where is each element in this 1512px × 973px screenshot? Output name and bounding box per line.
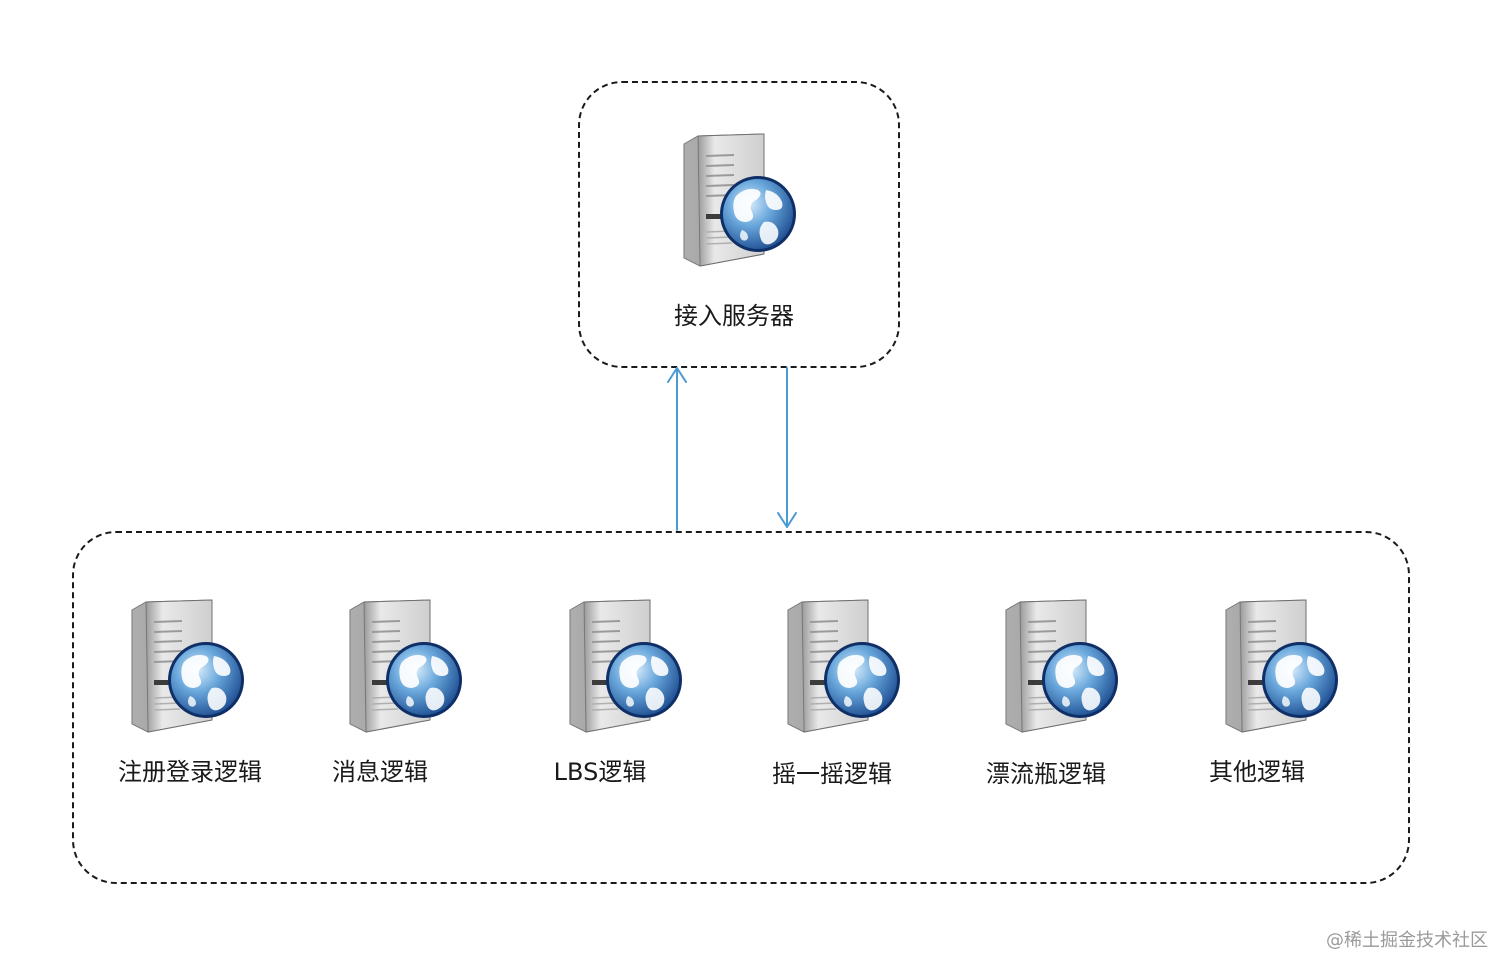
message-logic-label: 消息逻辑 (332, 758, 428, 786)
lbs-logic-label: LBS逻辑 (553, 758, 647, 786)
other-logic-label: 其他逻辑 (1209, 758, 1305, 786)
web-server-icon (998, 596, 1122, 736)
watermark: @稀土掘金技术社区 (1326, 930, 1488, 951)
web-server-icon (676, 130, 800, 270)
web-server-icon (124, 596, 248, 736)
arrow-up-head (667, 367, 687, 383)
arrow-down-head (777, 512, 797, 528)
web-server-icon (780, 596, 904, 736)
access-server-group (578, 81, 900, 368)
drift-bottle-logic-label: 漂流瓶逻辑 (986, 760, 1106, 788)
access-server-label: 接入服务器 (674, 302, 794, 330)
web-server-icon (1218, 596, 1342, 736)
shake-logic-label: 摇一摇逻辑 (772, 760, 892, 788)
logic-server-group (72, 531, 1410, 884)
web-server-icon (342, 596, 466, 736)
web-server-icon (562, 596, 686, 736)
register-login-logic-label: 注册登录逻辑 (118, 758, 262, 786)
